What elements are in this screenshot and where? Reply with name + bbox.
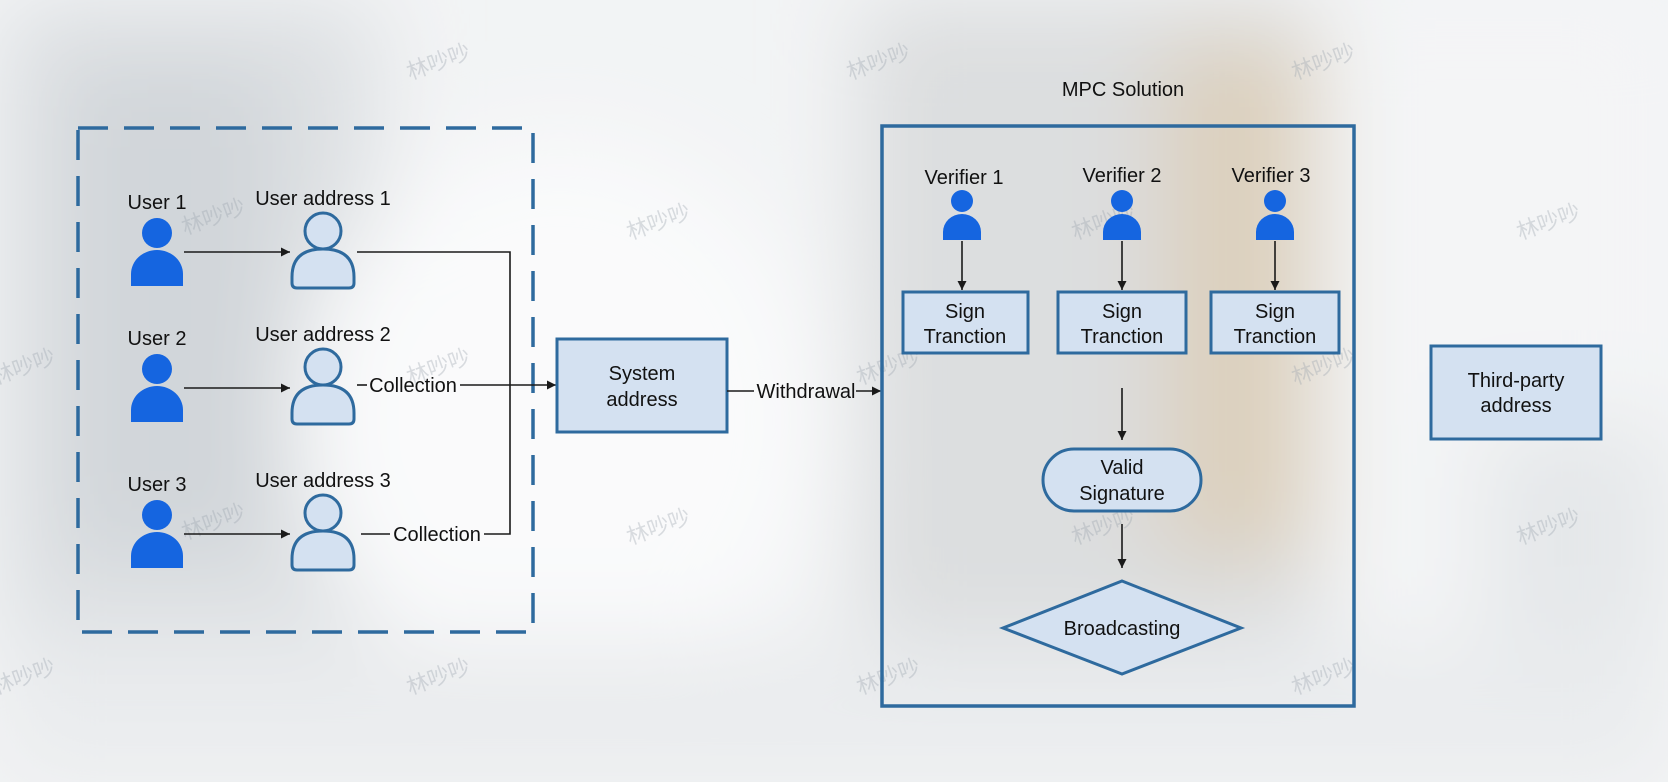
system-address-label-line1: System	[609, 363, 676, 385]
watermark: 林吵吵	[179, 195, 250, 241]
watermark: 林吵吵	[624, 505, 695, 551]
sign-box-3-line2: Tranction	[1234, 326, 1317, 348]
connector-collection-3	[484, 385, 511, 535]
watermark: 林吵吵	[854, 655, 925, 701]
connector-address1-collection	[357, 251, 511, 385]
sign-box-2-line2: Tranction	[1081, 326, 1164, 348]
mpc-solution-frame	[880, 124, 1356, 708]
user-3-label: User 3	[128, 474, 187, 496]
user-address-1-label: User address 1	[255, 188, 391, 210]
verifier-2-icon	[1103, 190, 1141, 240]
broadcasting-diamond	[998, 579, 1246, 676]
watermark: 林吵吵	[624, 200, 695, 246]
user-address-2-label: User address 2	[255, 324, 391, 346]
user-address-3-label: User address 3	[255, 470, 391, 492]
watermarks: 林吵吵 林吵吵 林吵吵 林吵吵 林吵吵 林吵吵 林吵吵 林吵吵 林吵吵 林吵吵 …	[0, 40, 1584, 701]
third-party-label-line2: address	[1480, 395, 1551, 417]
verifier-1-label: Verifier 1	[925, 167, 1004, 189]
third-party-label-line1: Third-party	[1468, 370, 1565, 392]
withdrawal-label: Withdrawal	[757, 381, 856, 403]
sign-box-1-line1: Sign	[945, 301, 985, 323]
sign-transaction-box-2	[1056, 290, 1188, 355]
sign-transaction-box-3	[1209, 290, 1341, 355]
collection-label-3: Collection	[393, 524, 481, 546]
verifier-1-icon	[943, 190, 981, 240]
valid-signature-line1: Valid	[1101, 457, 1144, 479]
user-2-label: User 2	[128, 328, 187, 350]
sign-box-3-line1: Sign	[1255, 301, 1295, 323]
user-3-icon	[131, 500, 183, 568]
valid-signature-line2: Signature	[1079, 483, 1165, 505]
watermark: 林吵吵	[404, 655, 475, 701]
system-address-label-line2: address	[606, 389, 677, 411]
user-address-1-icon	[290, 211, 356, 290]
watermark: 林吵吵	[844, 40, 915, 86]
valid-signature-box	[1041, 447, 1203, 513]
watermark: 林吵吵	[1289, 40, 1360, 86]
third-party-address-box	[1429, 344, 1603, 441]
user-address-3-icon	[290, 493, 356, 572]
watermark: 林吵吵	[404, 40, 475, 86]
broadcasting-label: Broadcasting	[1064, 618, 1181, 640]
watermark: 林吵吵	[1289, 655, 1360, 701]
user-1-icon	[131, 218, 183, 286]
user-address-2-icon	[290, 347, 356, 426]
watermark: 林吵吵	[1514, 505, 1585, 551]
watermark: 林吵吵	[0, 345, 59, 391]
verifier-3-icon	[1256, 190, 1294, 240]
verifier-2-label: Verifier 2	[1083, 165, 1162, 187]
verifier-3-label: Verifier 3	[1232, 165, 1311, 187]
watermark: 林吵吵	[179, 500, 250, 546]
collection-label-2: Collection	[369, 375, 457, 397]
sign-box-1-line2: Tranction	[924, 326, 1007, 348]
user-2-icon	[131, 354, 183, 422]
sign-transaction-box-1	[901, 290, 1030, 355]
system-address-box	[555, 337, 729, 434]
users-group-frame	[76, 126, 535, 634]
watermark: 林吵吵	[1514, 200, 1585, 246]
mpc-solution-title: MPC Solution	[1062, 79, 1184, 101]
user-1-label: User 1	[128, 192, 187, 214]
sign-box-2-line1: Sign	[1102, 301, 1142, 323]
watermark: 林吵吵	[0, 655, 59, 701]
